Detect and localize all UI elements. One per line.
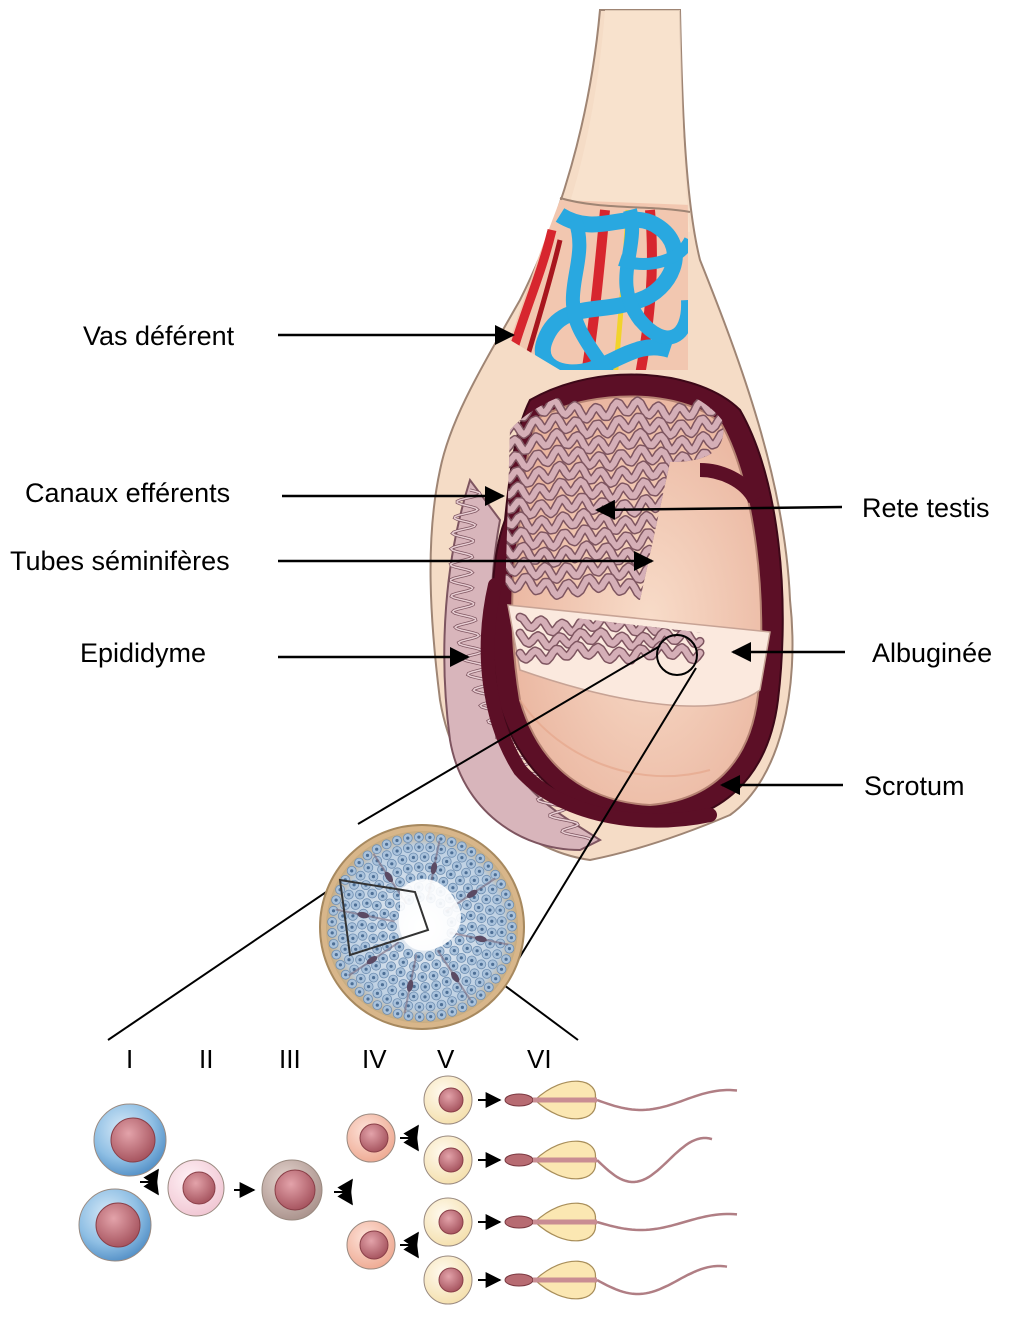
spermatozoon-2	[505, 1138, 712, 1182]
primary-spermatocyte	[168, 1160, 224, 1216]
spermatogenesis-cells	[79, 1076, 737, 1304]
meiotic-spermatocyte	[262, 1160, 322, 1220]
division-fork-4	[400, 1233, 418, 1257]
secondary-spermatocyte-upper	[347, 1114, 395, 1162]
spermatid-4	[424, 1256, 472, 1304]
label-vas-deferent: Vas déférent	[83, 321, 235, 351]
stage-label-5: V	[437, 1044, 455, 1074]
secondary-spermatocyte-lower	[347, 1221, 395, 1269]
label-canaux-efferents: Canaux efférents	[25, 478, 230, 508]
label-albuginee: Albuginée	[872, 638, 992, 668]
stage-label-2: II	[199, 1044, 213, 1074]
spermatogonium-lower	[79, 1189, 151, 1261]
spermatogonium-upper	[94, 1104, 166, 1176]
label-tubes-seminiferes: Tubes séminifères	[10, 546, 230, 576]
testis	[488, 375, 783, 825]
tubule-cross-section	[320, 825, 524, 1029]
stage-label-1: I	[126, 1044, 133, 1074]
spermatid-3	[424, 1198, 472, 1246]
division-fork-3	[400, 1126, 418, 1150]
spermatid-1	[424, 1076, 472, 1124]
stage-label-3: III	[279, 1044, 301, 1074]
label-scrotum: Scrotum	[864, 771, 965, 801]
stage-label-4: IV	[362, 1044, 387, 1074]
spermatozoon-4	[505, 1261, 727, 1299]
division-fork-2	[334, 1180, 352, 1204]
label-epididyme: Epididyme	[80, 638, 206, 668]
spermatozoon-1	[505, 1081, 737, 1119]
stage-labels: I II III IV V VI	[126, 1044, 552, 1074]
stage-label-6: VI	[527, 1044, 552, 1074]
spermatozoon-3	[505, 1203, 737, 1241]
label-rete-testis: Rete testis	[862, 493, 990, 523]
spermatid-2	[424, 1136, 472, 1184]
